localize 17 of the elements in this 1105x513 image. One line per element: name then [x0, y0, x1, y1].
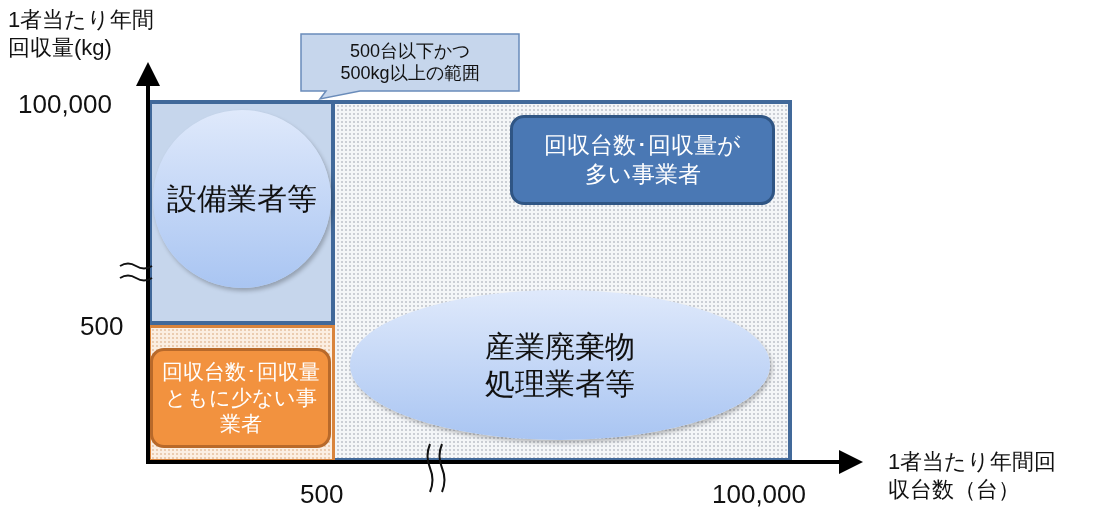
tick-label: 500 [80, 310, 125, 343]
callout-bubble [300, 33, 520, 100]
category-label: 回収台数･回収量が多い事業者 [543, 131, 742, 189]
tick-label: 100,000 [18, 88, 113, 121]
category-label: 設備業者等 [167, 181, 317, 218]
axis-title: 1者当たり年間回収量(kg) [8, 6, 156, 61]
category-ellipse [350, 290, 770, 440]
axis-title: 1者当たり年間回収台数（台） [888, 448, 1058, 503]
callout-text: 500台以下かつ500kg以上の範囲 [339, 39, 481, 85]
category-box [510, 115, 775, 205]
category-label: 産業廃棄物処理業者等 [484, 328, 636, 402]
category-label: 回収台数･回収量ともに少ない事業者 [160, 358, 321, 438]
region-box [148, 100, 792, 462]
tick-label: 100,000 [712, 478, 807, 511]
region-box [148, 325, 335, 462]
category-box [150, 348, 331, 448]
tick-label: 500 [300, 478, 345, 511]
